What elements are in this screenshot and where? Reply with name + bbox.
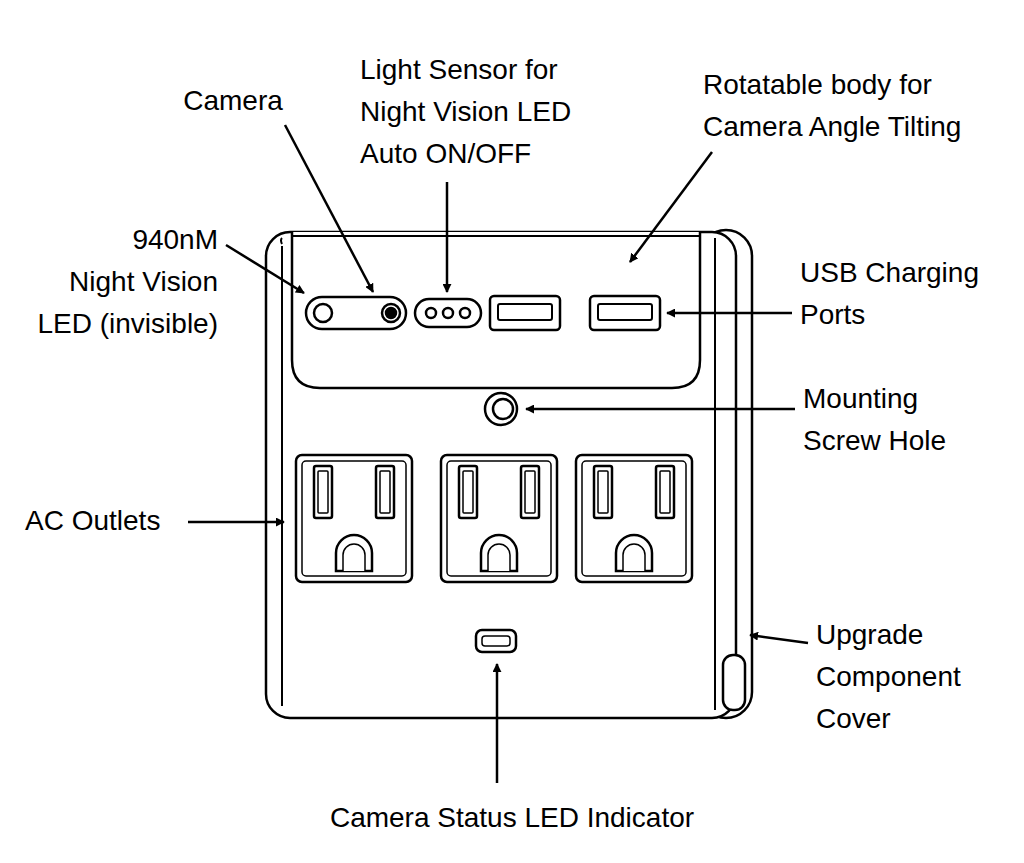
device-body	[714, 238, 716, 710]
light-sensor	[415, 299, 481, 327]
status-led	[476, 630, 516, 652]
ac-outlet	[380, 471, 390, 513]
camera-module	[306, 297, 406, 329]
callout-label: Camera Status LED Indicator	[262, 797, 762, 839]
ac-outlet	[623, 544, 645, 571]
ac-outlet	[314, 466, 332, 518]
ac-outlet	[302, 461, 406, 576]
camera-module	[306, 297, 406, 329]
upgrade-cover	[723, 655, 745, 710]
upgrade-cover	[723, 655, 745, 710]
ac-outlet	[576, 455, 692, 582]
callout-label: Upgrade Component Cover	[816, 614, 1006, 740]
camera-module	[314, 304, 332, 322]
callout-label: Rotatable body for Camera Angle Tilting	[703, 64, 1013, 148]
callout-label: AC Outlets	[25, 500, 195, 542]
leader-line	[226, 245, 304, 293]
usb-port	[490, 296, 560, 330]
device-body	[266, 230, 752, 718]
camera-module	[386, 308, 396, 318]
ac-outlet	[459, 466, 477, 518]
ac-outlet	[576, 455, 692, 582]
callout-label: Mounting Screw Hole	[803, 378, 1003, 462]
leader-line	[667, 312, 792, 315]
usb-port	[598, 304, 652, 320]
ac-outlet	[521, 466, 539, 518]
ac-outlet	[296, 455, 692, 582]
leader-line	[496, 664, 499, 783]
callout-label: Camera	[153, 80, 313, 122]
light-sensor	[443, 308, 453, 318]
usb-port	[590, 296, 660, 330]
status-led	[476, 630, 516, 652]
ac-outlet	[594, 466, 612, 518]
ac-outlet	[296, 455, 412, 582]
leader-line	[750, 635, 808, 643]
ac-outlet	[656, 466, 674, 518]
light-sensor	[460, 308, 470, 318]
ac-outlet	[488, 544, 510, 571]
ac-outlet	[441, 455, 557, 582]
ac-outlet	[463, 471, 473, 513]
ac-outlet	[660, 471, 670, 513]
usb-port	[490, 296, 660, 330]
ac-outlet	[447, 461, 551, 576]
callout-label: Light Sensor for Night Vision LED Auto O…	[360, 49, 620, 175]
ac-outlet	[616, 535, 652, 571]
light-sensor	[415, 299, 481, 327]
ac-outlet	[296, 455, 412, 582]
ac-outlet	[336, 535, 372, 571]
leader-line	[446, 182, 449, 292]
light-sensor	[426, 308, 436, 318]
ac-outlet	[343, 544, 365, 571]
leader-line	[188, 521, 284, 524]
leader-line	[630, 152, 712, 262]
ac-outlet	[481, 535, 517, 571]
leader-line	[526, 408, 795, 411]
leader-line	[188, 125, 808, 783]
mounting-screw-hole	[493, 399, 513, 419]
mounting-screw-hole	[485, 393, 517, 425]
mounting-screw-hole	[485, 393, 517, 425]
device-body	[292, 235, 700, 237]
ac-outlet	[525, 471, 535, 513]
device-body	[281, 238, 282, 706]
callout-label: 940nM Night Vision LED (invisible)	[14, 219, 218, 345]
usb-port	[498, 304, 552, 320]
ac-outlet	[441, 455, 557, 582]
ac-outlet	[318, 471, 328, 513]
ac-outlet	[598, 471, 608, 513]
ac-outlet	[376, 466, 394, 518]
device-body	[266, 232, 736, 718]
leader-line	[285, 125, 373, 292]
camera-module	[382, 304, 400, 322]
callout-label: USB Charging Ports	[800, 252, 1010, 336]
ac-outlet	[582, 461, 686, 576]
status-led	[482, 636, 510, 646]
